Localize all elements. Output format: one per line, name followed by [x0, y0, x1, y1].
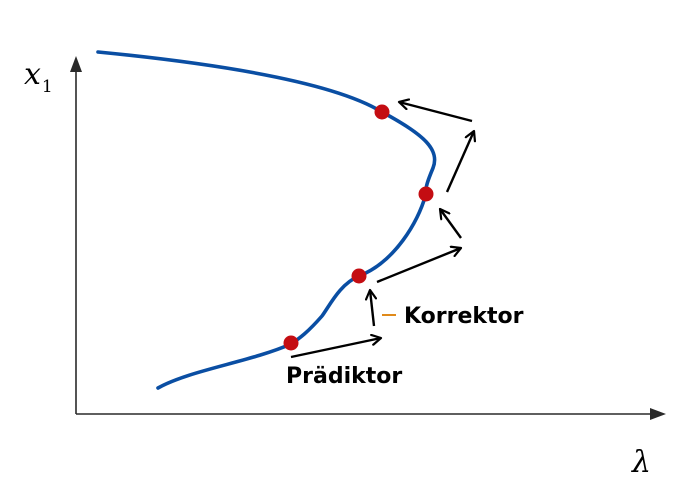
x-axis-label: λ [631, 445, 651, 478]
corrector-arrow-3 [399, 102, 473, 123]
curve-point [374, 104, 390, 120]
corrector-arrow-2 [440, 209, 462, 239]
predictor-arrow-2 [376, 248, 461, 284]
x-axis-arrowhead [650, 408, 666, 420]
y-axis-subscript: 1 [42, 77, 53, 97]
y-axis-arrowhead [70, 56, 82, 72]
predictor-arrow-3 [445, 131, 474, 193]
curve-point [283, 335, 299, 351]
korrektor-label: Korrektor [404, 304, 524, 329]
solution-curve [96, 50, 437, 390]
predictor-arrow-1 [290, 338, 381, 359]
y-axis-label: x1 [24, 57, 53, 97]
curve-point [418, 186, 434, 202]
praediktor-label: Prädiktor [286, 364, 402, 389]
corrector-arrow-1 [370, 290, 374, 327]
curve-point [351, 268, 367, 284]
